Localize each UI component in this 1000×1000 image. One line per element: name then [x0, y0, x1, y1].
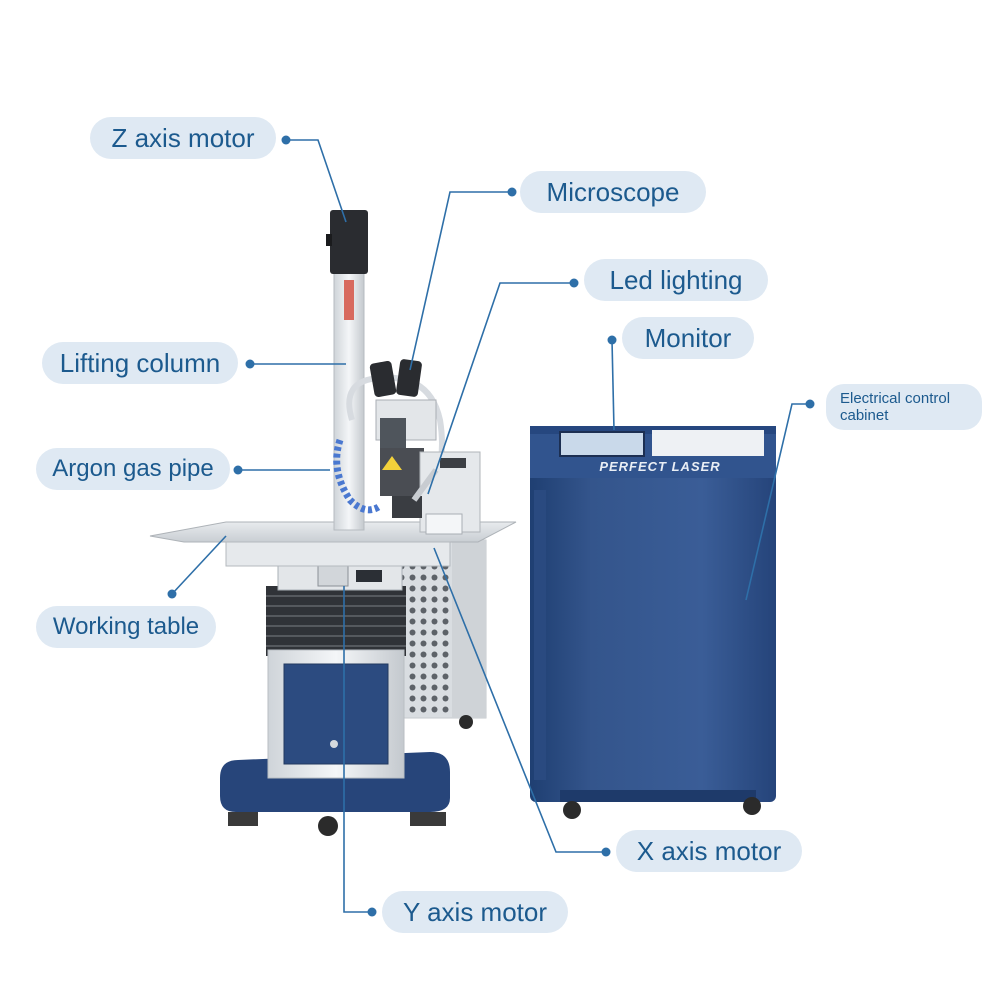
cabinet-side-vent [534, 490, 546, 780]
laser-unit-wheel [459, 715, 473, 729]
y-motor-housing [317, 565, 349, 587]
label-electrical-control-cabinet: Electrical control cabinet [826, 384, 982, 430]
lifting-column [326, 210, 368, 531]
base-wheel [318, 816, 338, 836]
z-motor-connector [326, 234, 332, 246]
label-x-axis-motor: X axis motor [616, 830, 802, 872]
door-lock [330, 740, 338, 748]
cabinet-base [560, 790, 756, 802]
laser-warning-label [382, 456, 402, 470]
label-led-lighting: Led lighting [584, 259, 768, 301]
leader-lines [171, 139, 810, 913]
leader-z-axis-motor [288, 139, 347, 223]
leader-monitor [611, 339, 615, 431]
leader-electrical-cabinet [745, 403, 810, 601]
label-electrical-line1: Electrical control [840, 390, 951, 407]
cabinet-body [530, 426, 776, 802]
lower-cabinet-door [283, 663, 389, 765]
focus-knob [380, 418, 406, 448]
label-microscope: Microscope [520, 171, 706, 213]
eyepiece-left [369, 360, 397, 398]
laser-head [380, 448, 424, 496]
leveling-foot-right [410, 812, 446, 826]
electrical-control-cabinet [530, 426, 776, 819]
connector-panel [356, 570, 382, 582]
bellows-cover [266, 586, 406, 656]
brand-logo: PERFECT LASER [599, 459, 720, 474]
lower-cabinet [266, 586, 406, 779]
argon-gas-pipe [333, 438, 383, 514]
cabinet-white-panel [652, 430, 764, 456]
label-working-table: Working table [36, 606, 216, 648]
table-frame [225, 541, 451, 567]
cabinet-wheel-right [743, 797, 761, 815]
leader-microscope [409, 191, 510, 371]
leader-led-lighting [427, 282, 572, 495]
leader-y-axis-motor [343, 586, 370, 913]
label-z-axis-motor: Z axis motor [90, 117, 276, 159]
label-electrical-line2: cabinet [840, 407, 889, 424]
leveling-foot-left [228, 812, 258, 826]
label-monitor: Monitor [622, 317, 754, 359]
cabinet-wheel-left [563, 801, 581, 819]
column-scale [344, 280, 354, 320]
monitor-screen [559, 431, 645, 457]
head-control [440, 458, 466, 468]
workpiece-holder [425, 513, 463, 535]
label-argon-gas-pipe: Argon gas pipe [36, 448, 230, 490]
eyepiece-right [396, 359, 422, 397]
label-y-axis-motor: Y axis motor [382, 891, 568, 933]
side-panel [452, 540, 486, 718]
leader-dots [167, 135, 815, 917]
label-lifting-column: Lifting column [42, 342, 238, 384]
leader-working-table [171, 535, 227, 595]
leader-x-axis-motor [433, 547, 604, 853]
nozzle [392, 496, 422, 518]
z-axis-motor-body [330, 210, 368, 274]
welding-head [333, 359, 481, 535]
led-light-arm [411, 468, 439, 502]
